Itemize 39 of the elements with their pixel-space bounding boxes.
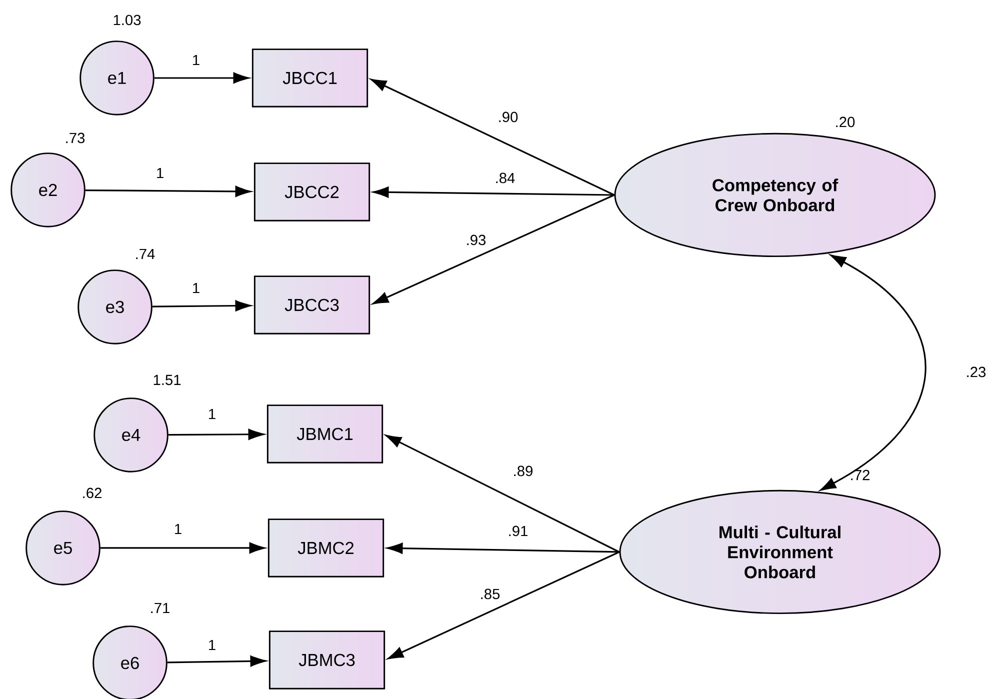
- edge-label: .93: [467, 234, 486, 246]
- arrow: [100, 542, 265, 554]
- edge-label: 1: [193, 54, 200, 66]
- arrow: [152, 300, 251, 312]
- variance-label: .62: [83, 488, 102, 498]
- arrow: [387, 542, 620, 554]
- edge-label: 1: [193, 282, 200, 294]
- arrow: [386, 434, 620, 553]
- edge-label: 1: [157, 168, 164, 178]
- indicator-box: JBMC2: [268, 518, 384, 578]
- indicator-box: JBCC1: [252, 48, 368, 108]
- arrow: [372, 194, 615, 304]
- indicator-box: JBCC3: [254, 276, 370, 334]
- variance-label: .73: [66, 132, 85, 144]
- variance-label: .72: [851, 470, 870, 480]
- edge-label: .84: [496, 172, 515, 184]
- edge-label: 1: [209, 640, 216, 650]
- edge-label: .85: [481, 588, 500, 600]
- edge-label: 1: [209, 408, 216, 420]
- arrow: [167, 656, 266, 667]
- edge-label: 1: [175, 524, 182, 534]
- arrow: [85, 186, 251, 197]
- edge-label: .89: [514, 466, 532, 476]
- variance-label: 1.51: [154, 374, 181, 386]
- arrow: [388, 551, 620, 660]
- indicator-box: JBMC3: [268, 630, 386, 690]
- edge-label: .91: [509, 526, 528, 536]
- arrow: [373, 186, 614, 198]
- arrow: [820, 254, 926, 491]
- edge-label: .90: [499, 112, 518, 122]
- arrow: [370, 78, 615, 196]
- variance-label: .71: [151, 602, 170, 614]
- variance-label: .74: [136, 248, 155, 260]
- indicator-box: JBCC2: [254, 162, 370, 222]
- variance-label: 1.03: [114, 14, 141, 26]
- edge-label: .23: [967, 366, 986, 378]
- indicator-box: JBMC1: [266, 404, 384, 464]
- arrow: [154, 72, 249, 84]
- variance-label: .20: [836, 116, 855, 128]
